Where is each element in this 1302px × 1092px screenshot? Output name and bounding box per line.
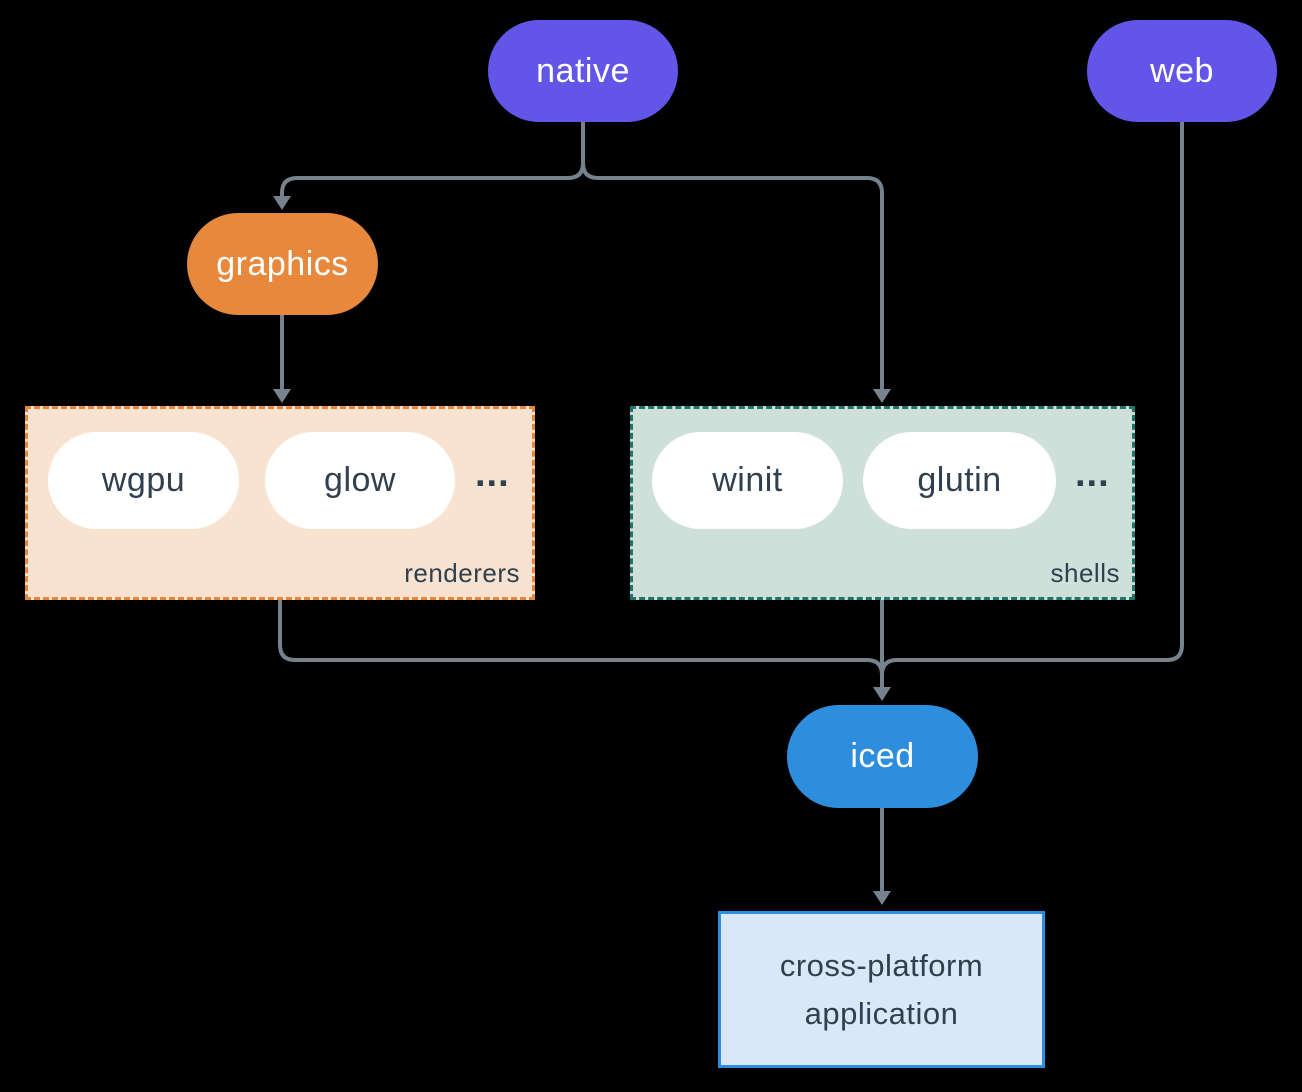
pill-wgpu: wgpu	[48, 432, 239, 529]
pill-glow-label: glow	[324, 461, 396, 499]
node-web: web	[1087, 20, 1277, 122]
node-web-label: web	[1150, 51, 1214, 90]
application-label-line1: cross-platform	[779, 947, 984, 983]
pill-glutin-label: glutin	[917, 461, 1002, 499]
label-shells: shells	[1050, 558, 1120, 588]
application-box: cross-platform application	[718, 911, 1045, 1068]
node-graphics-label: graphics	[216, 244, 349, 283]
arrowhead-into-application	[873, 891, 891, 905]
connector-renderers-to-iced	[278, 600, 884, 676]
node-iced: iced	[787, 705, 978, 808]
pill-glutin: glutin	[863, 432, 1056, 529]
connector-native-to-graphics	[280, 122, 585, 196]
node-iced-label: iced	[850, 737, 915, 775]
ellipsis-shells: ...	[1075, 453, 1110, 495]
application-label-line2: application	[804, 995, 959, 1031]
arrowhead-into-graphics	[273, 196, 291, 210]
node-graphics: graphics	[187, 213, 378, 315]
arrowhead-into-renderers	[273, 389, 291, 403]
pill-glow: glow	[265, 432, 455, 529]
ellipsis-renderers: ...	[475, 453, 510, 495]
node-native-label: native	[536, 51, 630, 90]
connector-native-to-shells	[581, 122, 884, 389]
arrowhead-into-iced	[873, 687, 891, 701]
group-shells: winit glutin ... shells	[630, 406, 1135, 600]
arrowhead-into-shells	[873, 389, 891, 403]
pill-wgpu-label: wgpu	[101, 461, 186, 499]
pill-winit-label: winit	[712, 461, 783, 499]
label-renderers: renderers	[404, 558, 520, 588]
group-renderers: wgpu glow ... renderers	[25, 406, 535, 600]
pill-winit: winit	[652, 432, 843, 529]
node-native: native	[488, 20, 678, 122]
